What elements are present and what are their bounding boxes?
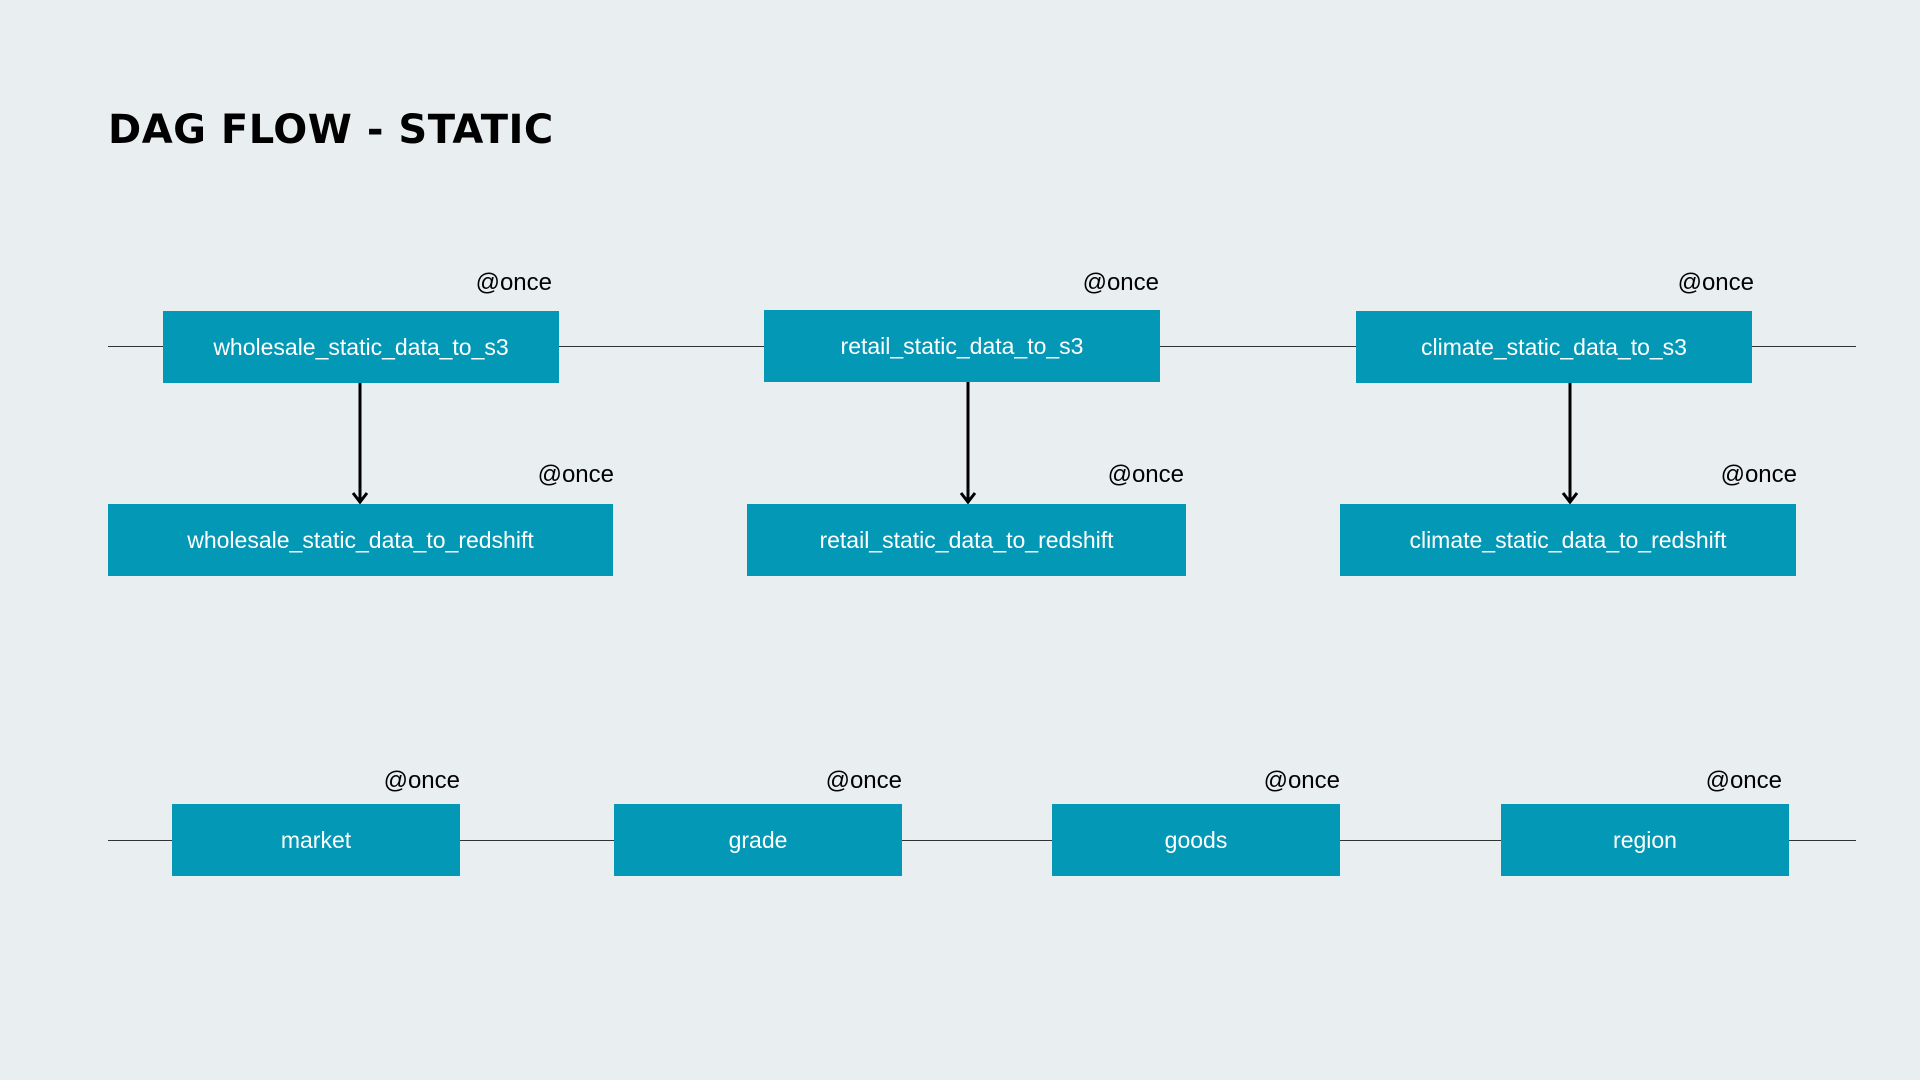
schedule-label: @once [1720, 461, 1797, 488]
dependency-arrow [959, 382, 977, 505]
task-grade[interactable]: grade [614, 804, 902, 876]
task-wholesale-static-data-to-redshift[interactable]: wholesale_static_data_to_redshift [108, 504, 613, 576]
schedule-label: @once [1107, 461, 1184, 488]
task-goods[interactable]: goods [1052, 804, 1340, 876]
task-market[interactable]: market [172, 804, 460, 876]
task-climate-static-data-to-redshift[interactable]: climate_static_data_to_redshift [1340, 504, 1796, 576]
bottom-timeline [108, 840, 1856, 841]
schedule-label: @once [475, 269, 552, 296]
task-retail-static-data-to-redshift[interactable]: retail_static_data_to_redshift [747, 504, 1186, 576]
task-climate-static-data-to-s3[interactable]: climate_static_data_to_s3 [1356, 311, 1752, 383]
schedule-label: @once [825, 767, 902, 794]
task-wholesale-static-data-to-s3[interactable]: wholesale_static_data_to_s3 [163, 311, 559, 383]
task-retail-static-data-to-s3[interactable]: retail_static_data_to_s3 [764, 310, 1160, 382]
schedule-label: @once [383, 767, 460, 794]
schedule-label: @once [1705, 767, 1782, 794]
dependency-arrow [1561, 383, 1579, 505]
schedule-label: @once [1082, 269, 1159, 296]
schedule-label: @once [1263, 767, 1340, 794]
page-title: DAG FLOW - STATIC [108, 107, 554, 153]
dependency-arrow [351, 383, 369, 505]
task-region[interactable]: region [1501, 804, 1789, 876]
schedule-label: @once [1677, 269, 1754, 296]
schedule-label: @once [537, 461, 614, 488]
